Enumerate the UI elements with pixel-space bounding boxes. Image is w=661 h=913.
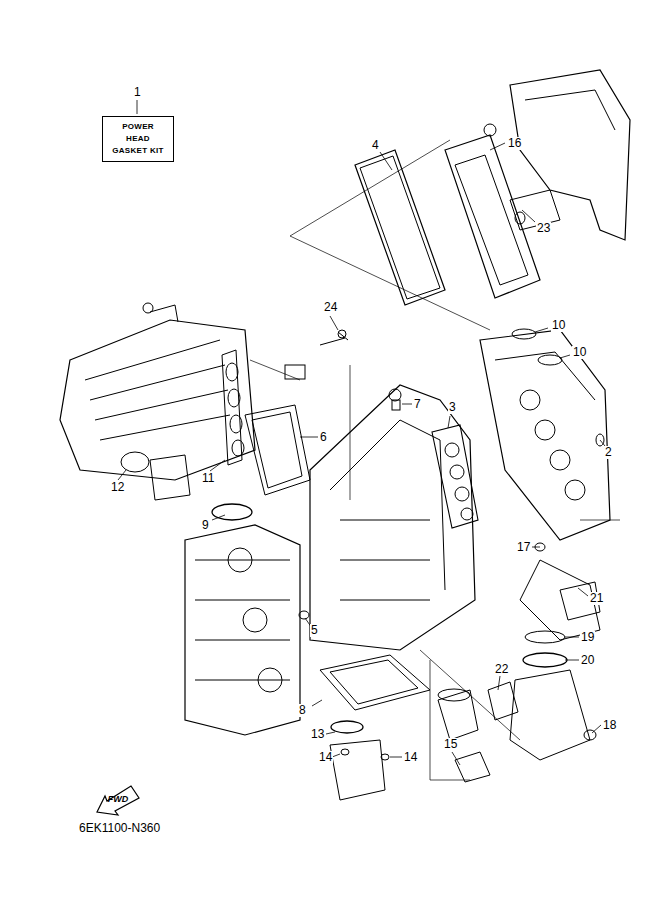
callout-number: 12 <box>110 481 125 494</box>
callout-number: 23 <box>536 222 551 235</box>
callout-number: 14 <box>318 751 333 764</box>
callout-number: 11 <box>201 472 215 485</box>
callout-number: 24 <box>323 301 338 314</box>
callout-number: 20 <box>580 654 595 667</box>
callout-number: 1 <box>133 86 142 99</box>
callout-number: 13 <box>310 728 325 741</box>
kit-title: POWER HEAD GASKET KIT <box>109 121 167 157</box>
callout-number: 7 <box>413 398 422 411</box>
callout-number: 9 <box>201 519 210 532</box>
callout-number: 19 <box>580 631 595 644</box>
callout-number: 8 <box>298 704 307 717</box>
diagram-code: 6EK1100-N360 <box>78 822 161 835</box>
callout-number: 22 <box>494 663 509 676</box>
callout-number: 17 <box>516 541 531 554</box>
callout-number: 4 <box>371 139 380 152</box>
fwd-arrow: FWD <box>95 782 141 816</box>
direction-label: FWD <box>108 794 129 804</box>
callout-number: 15 <box>443 738 458 751</box>
callout-number: 10 <box>551 319 566 332</box>
callout-number: 16 <box>507 137 522 150</box>
kit-box: POWER HEAD GASKET KIT <box>102 116 174 162</box>
callout-number: 18 <box>602 719 617 732</box>
callout-number: 21 <box>589 592 604 605</box>
callout-number: 5 <box>310 624 319 637</box>
callout-number: 14 <box>403 751 418 764</box>
callout-number: 6 <box>319 431 328 444</box>
callout-number: 2 <box>604 446 613 459</box>
callout-number: 3 <box>448 401 457 414</box>
callout-number: 10 <box>572 346 587 359</box>
